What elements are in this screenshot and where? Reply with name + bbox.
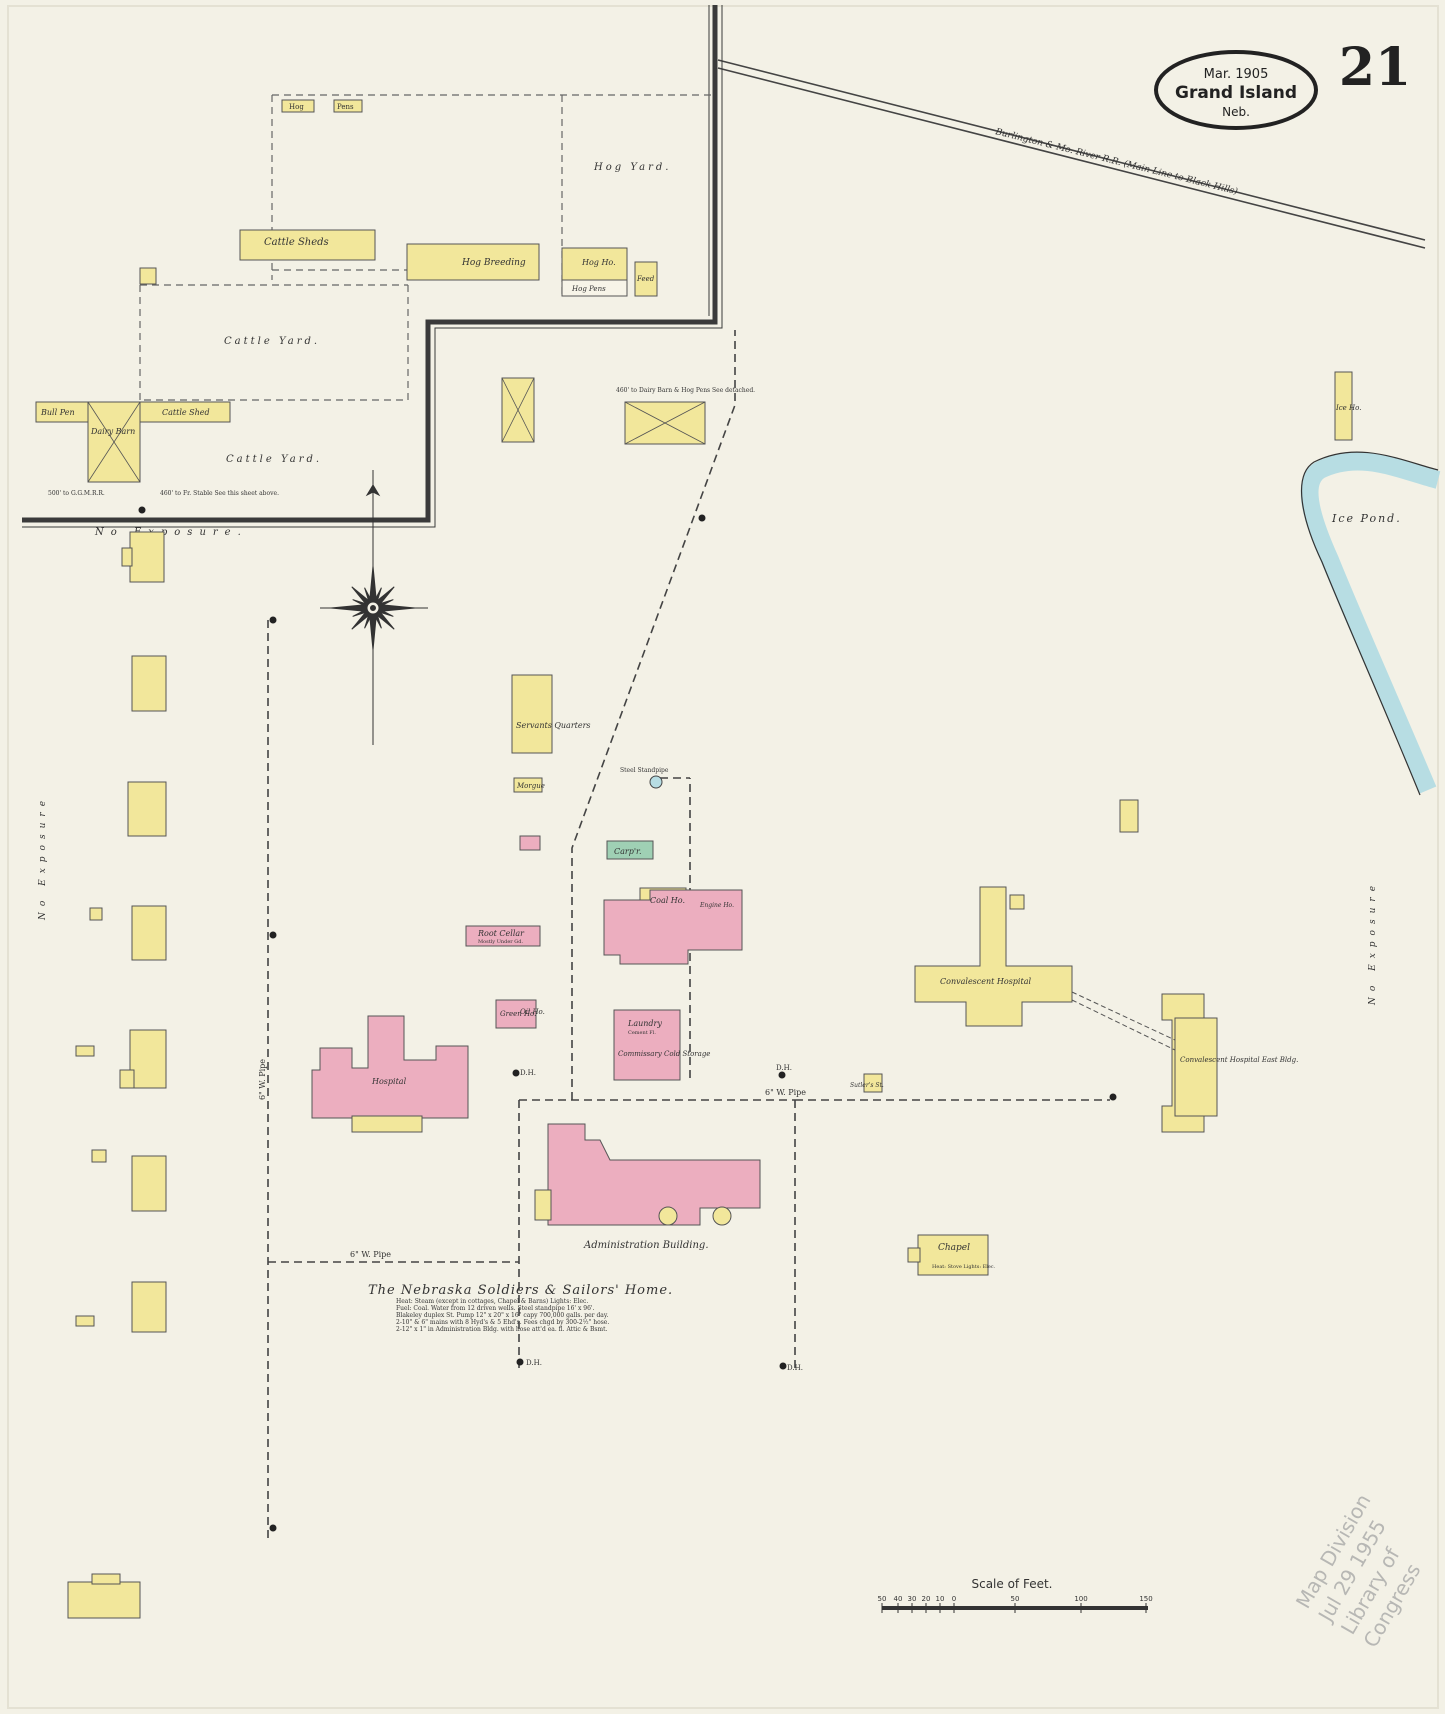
sutlers-store — [863, 1073, 883, 1093]
dh-label-3: D.H. — [526, 1359, 542, 1367]
home-notes: Heat: Steam (except in cottages, Chapel … — [396, 1298, 609, 1333]
gmr-note: 500' to G.G.M.R.R. — [48, 490, 105, 497]
dairy-barn-note: 460' to Fr. Stable See this sheet above. — [160, 490, 279, 497]
scale-tick-label: 10 — [936, 1595, 945, 1603]
chapel-label: Chapel — [938, 1243, 970, 1253]
hog-pens-label: Hog Pens — [571, 285, 606, 293]
cattle-sheds-label: Cattle Sheds — [264, 237, 329, 248]
green-ho-label: Green Ho. — [500, 1010, 536, 1018]
title-cartouche — [1154, 50, 1318, 130]
scale-tick-label: 0 — [952, 1595, 956, 1603]
hydrants — [138, 506, 1117, 1532]
scale-tick-label: 150 — [1139, 1595, 1152, 1603]
commissary-label: Commissary Cold Storage — [618, 1050, 710, 1058]
granary-note: 460' to Dairy Barn & Hog Pens See detach… — [616, 387, 755, 394]
engine-ho-label: Engine Ho. — [699, 902, 734, 909]
no-exposure-right: No Exposure — [1368, 880, 1378, 1006]
cattle-yard-1: Cattle Yard. — [224, 336, 320, 347]
pens-label: Pens — [337, 103, 354, 111]
home-title: The Nebraska Soldiers & Sailors' Home. — [368, 1283, 673, 1298]
laundry-sub: Cement Fl. — [628, 1030, 656, 1036]
chapel-sub: Heat: Stove Lights: Elec. — [932, 1264, 996, 1270]
no-exposure-top: No Exposure. — [94, 527, 248, 538]
dh-label-1: D.H. — [520, 1069, 536, 1077]
dairy-barn-label: Dairy Barn — [90, 427, 135, 436]
scale-title: Scale of Feet. — [971, 1577, 1052, 1591]
covered-passage — [1071, 991, 1176, 1051]
ice-pond — [1300, 452, 1441, 794]
hog-breeding-label: Hog Breeding — [461, 258, 526, 268]
scale-tick-label: 30 — [908, 1595, 917, 1603]
home-note-line: 2-10" & 6" mains with 8 Hyd's & 5 Ehd's.… — [396, 1319, 610, 1326]
scale-tick-label: 100 — [1074, 1595, 1087, 1603]
sheet-number: 21 — [1339, 37, 1411, 98]
ice-pond-label: Ice Pond. — [1331, 512, 1402, 525]
hospital-label: Hospital — [371, 1077, 407, 1086]
water-pipes — [267, 330, 1110, 1540]
gw-pipe-label-3: 6" W. Pipe — [765, 1088, 806, 1097]
home-note-line: Heat: Steam (except in cottages, Chapel … — [396, 1298, 589, 1305]
gw-pipe-label-2: 6" W. Pipe — [350, 1250, 391, 1259]
home-note-line: Fuel: Coal. Water from 12 driven wells. … — [396, 1305, 595, 1312]
compass-rose — [320, 470, 428, 745]
hog-yard-label: Hog Yard. — [593, 162, 671, 173]
feed-label: Feed — [636, 275, 655, 283]
cattle-yard-2: Cattle Yard. — [226, 454, 322, 465]
laundry-label: Laundry — [627, 1019, 662, 1028]
convalescent-buildings — [914, 886, 1218, 1133]
scale-tick-label: 50 — [878, 1595, 887, 1603]
admin-porch — [351, 1115, 732, 1226]
scale-tick-label: 20 — [922, 1595, 931, 1603]
carpenter-label: Carp'r. — [614, 847, 642, 856]
hog-ho-label: Hog Ho. — [581, 258, 616, 267]
dh-label-2: D.H. — [776, 1064, 792, 1072]
servants-quarters-label: Servants Quarters — [516, 721, 591, 730]
ice-pond-shore — [1301, 451, 1439, 796]
home-note-line: 2-12" x 1" in Administration Bldg. with … — [396, 1326, 608, 1333]
railroad-line — [717, 59, 1426, 249]
root-cellar-label: Root Cellar — [477, 929, 525, 938]
oil-ho-label: Oil Ho. — [520, 1008, 545, 1016]
morgue-label: Morgue — [516, 782, 545, 790]
dh-label-4: D.H. — [787, 1364, 803, 1372]
cattle-shed-label: Cattle Shed — [162, 408, 210, 417]
coal-ho-label: Coal Ho. — [650, 896, 685, 905]
scale-tick-label: 40 — [894, 1595, 903, 1603]
no-exposure-left: No Exposure — [38, 795, 48, 921]
title-state: Neb. — [1222, 105, 1250, 119]
right-frame-buildings — [907, 371, 1353, 1276]
hog-label: Hog — [289, 103, 304, 111]
fence-lines — [139, 94, 712, 410]
left-cottages — [67, 531, 167, 1619]
brick-buildings — [311, 835, 761, 1226]
steel-standpipe — [649, 775, 663, 789]
carpenter-shop — [606, 840, 654, 860]
paper-border — [7, 5, 1439, 1709]
sutlers-label: Sutler's St. — [850, 1082, 884, 1089]
steel-standpipe-label: Steel Standpipe — [620, 767, 669, 774]
convalescent-east-label: Convalescent Hospital East Bldg. — [1180, 1056, 1298, 1064]
ice-ho-label: Ice Ho. — [1335, 404, 1361, 412]
home-note-line: Blakeley duplex St. Pump 12" x 20" x 16"… — [396, 1312, 609, 1319]
bull-pen-label: Bull Pen — [40, 408, 75, 417]
property-boundary — [22, 5, 723, 528]
gw-pipe-label-1: 6" W. Pipe — [258, 1059, 267, 1100]
root-cellar-sub: Mostly Under Gd. — [478, 939, 523, 945]
convalescent-hospital-label: Convalescent Hospital — [940, 977, 1031, 986]
title-date: Mar. 1905 — [1204, 67, 1269, 82]
admin-building-label: Administration Building. — [583, 1240, 709, 1251]
title-city: Grand Island — [1175, 83, 1297, 103]
scale-tick-label: 50 — [1011, 1595, 1020, 1603]
